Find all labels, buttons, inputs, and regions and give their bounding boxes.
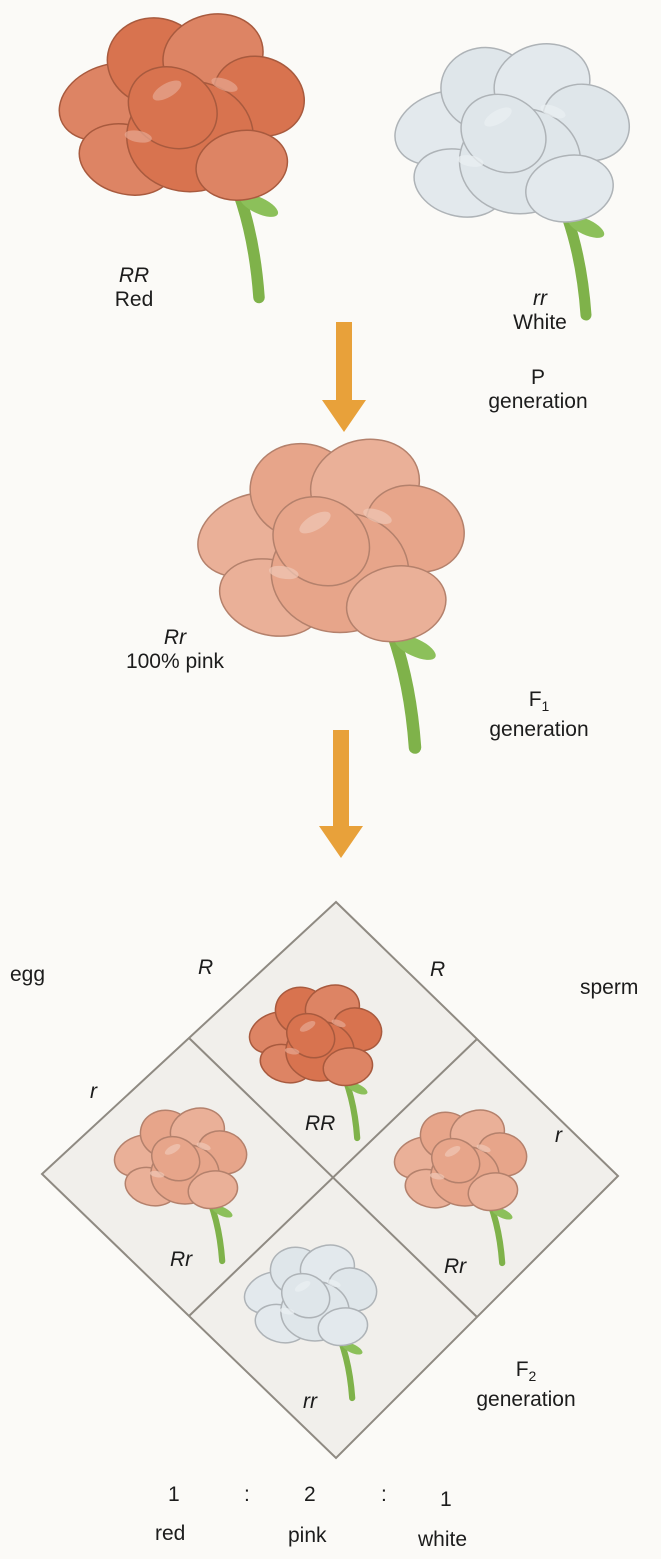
ratio-red-word: red — [155, 1522, 185, 1546]
sperm-allele-dominant: R — [430, 958, 445, 982]
ratio-pink-count: 2 — [304, 1483, 316, 1507]
cell-left-genotype: Rr — [170, 1248, 192, 1272]
cell-right-genotype: Rr — [444, 1255, 466, 1279]
ratio-white-word: white — [418, 1528, 467, 1552]
f2-generation-subscript: 2 — [529, 1368, 537, 1384]
white-parent-phenotype: White — [500, 311, 580, 335]
ratio-white-count: 1 — [440, 1488, 452, 1512]
ratio-separator-2: : — [381, 1483, 387, 1507]
f1-generation-subscript: 1 — [542, 698, 550, 714]
f2-generation-label: F2 generation — [456, 1358, 596, 1412]
cell-bottom-genotype: rr — [303, 1390, 317, 1414]
p-generation-label: P generation — [478, 366, 598, 414]
p-to-f1-arrow-shaft — [336, 322, 352, 402]
f1-generation-word: generation — [474, 718, 604, 742]
ratio-pink-word: pink — [288, 1524, 327, 1548]
f2-generation-letter: F — [516, 1358, 529, 1381]
p-to-f1-arrow — [322, 322, 366, 432]
ratio-red-count: 1 — [168, 1483, 180, 1507]
f1-to-f2-arrow-shaft — [333, 730, 349, 828]
ratio-separator-1: : — [244, 1483, 250, 1507]
f1-to-f2-arrow-head — [319, 826, 363, 858]
red-parent-label: RR Red — [104, 264, 164, 312]
p-generation-letter: P — [478, 366, 598, 390]
egg-allele-dominant: R — [198, 956, 213, 980]
f1-phenotype: 100% pink — [105, 650, 245, 674]
white-parent-label: rr White — [500, 287, 580, 335]
white-parent-flower — [384, 33, 640, 315]
red-parent-phenotype: Red — [104, 288, 164, 312]
f2-generation-word: generation — [456, 1388, 596, 1412]
sperm-label: sperm — [580, 976, 638, 1000]
cell-top-genotype: RR — [305, 1112, 335, 1136]
white-parent-genotype: rr — [500, 287, 580, 311]
red-parent-flower — [48, 3, 315, 298]
p-generation-word: generation — [478, 390, 598, 414]
egg-label: egg — [10, 963, 45, 987]
f1-genotype: Rr — [105, 626, 245, 650]
f1-to-f2-arrow — [319, 730, 363, 858]
sperm-allele-recessive: r — [555, 1124, 562, 1148]
p-to-f1-arrow-head — [322, 400, 366, 432]
f1-label: Rr 100% pink — [105, 626, 245, 674]
f1-pink-flower — [186, 427, 477, 747]
f1-generation-label: F1 generation — [474, 688, 604, 742]
red-parent-genotype: RR — [104, 264, 164, 288]
egg-allele-recessive: r — [90, 1080, 97, 1104]
f1-generation-letter: F — [529, 688, 542, 711]
